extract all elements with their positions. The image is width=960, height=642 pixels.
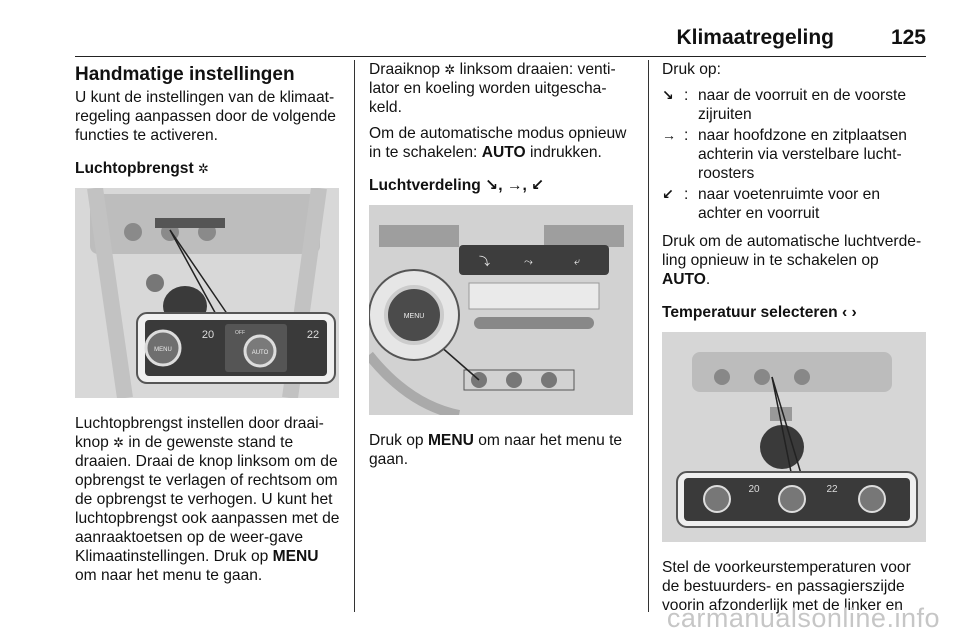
- air-dist-row-center: → : naar hoofdzone en zitplaatsen achter…: [662, 127, 907, 182]
- figure-temp-left: 20: [202, 329, 214, 341]
- figure-temperature-knobs: 20 22: [662, 332, 926, 542]
- air-dist-row-feet: ↙ : naar voetenruimte voor en achter en …: [662, 186, 881, 222]
- figure-dashboard-menu: ⤵ ⤳ ⤶ MENU: [369, 205, 633, 415]
- column-3: Druk op: ↘ : naar de voorruit en de voor…: [662, 60, 926, 622]
- auto-label: AUTO: [481, 144, 526, 161]
- air-dist-row-windshield: ↘ : naar de voorruit en de voorste zijru…: [662, 87, 907, 123]
- fan-icon: ✲: [444, 62, 456, 77]
- section-heading: Handmatige instellingen: [75, 64, 295, 85]
- page-number: 125: [890, 26, 926, 49]
- figure-temp-left-3: 20: [748, 484, 760, 495]
- windshield-airflow-icon: ↘: [662, 87, 674, 103]
- subheading-temperature: Temperatuur selecteren ‹ ›: [662, 304, 857, 321]
- figure-temp-right-3: 22: [826, 484, 838, 495]
- watermark: carmanualsonline.info: [666, 603, 940, 633]
- page-title: Klimaatregeling: [676, 26, 834, 49]
- temperature-icons: ‹ ›: [842, 304, 857, 321]
- air-distribution-icons: ↘, →, ↙: [485, 177, 545, 194]
- figure-off-label: OFF: [235, 330, 245, 336]
- figure-temp-right: 22: [307, 329, 319, 341]
- vent-icon-windshield: ⤵: [479, 255, 490, 268]
- header-rule: [75, 56, 926, 57]
- figure-menu-label: MENU: [154, 347, 172, 353]
- air-flow-paragraph: Luchtopbrengst instellen door draai-knop…: [75, 415, 340, 584]
- menu-paragraph: Druk op MENU om naar het menu te gaan.: [369, 432, 623, 468]
- vent-icon-feet: ⤶: [574, 255, 581, 268]
- footwell-airflow-icon: ↙: [662, 186, 674, 202]
- subheading-air-distribution: Luchtverdeling ↘, →, ↙: [369, 177, 545, 194]
- column-2: Draaiknop ✲ linksom draaien: venti-lator…: [369, 60, 633, 476]
- figure-auto-label: AUTO: [252, 350, 269, 356]
- figure-menu-knob-label: MENU: [404, 313, 425, 320]
- fan-icon: ✲: [113, 435, 125, 450]
- menu-label: MENU: [427, 432, 474, 449]
- press-intro: Druk op:: [662, 61, 721, 78]
- center-airflow-icon: →: [662, 127, 676, 143]
- column-1: Handmatige instellingen U kunt de instel…: [75, 60, 341, 592]
- menu-label: MENU: [272, 548, 319, 565]
- figure-climate-control-fan: MENU 20 OFF AUTO 22: [75, 188, 339, 398]
- fan-icon: ✲: [198, 161, 209, 176]
- auto-distribution-paragraph: Druk om de automatische luchtverde-ling …: [662, 233, 922, 288]
- auto-restore-paragraph: Om de automatische modus opnieuw in te s…: [369, 125, 627, 161]
- column-divider-1: [354, 60, 355, 612]
- column-divider-2: [648, 60, 649, 612]
- subheading-air-flow: Luchtopbrengst ✲: [75, 160, 209, 177]
- auto-label: AUTO: [662, 271, 706, 288]
- fan-off-paragraph: Draaiknop ✲ linksom draaien: venti-lator…: [369, 61, 616, 116]
- temperature-paragraph: Stel de voorkeurstemperaturen voor de be…: [662, 559, 911, 614]
- page-header: Klimaatregeling 125: [75, 20, 926, 57]
- vent-icon-center: ⤳: [524, 255, 533, 268]
- intro-paragraph: U kunt de instellingen van de klimaat-re…: [75, 89, 336, 144]
